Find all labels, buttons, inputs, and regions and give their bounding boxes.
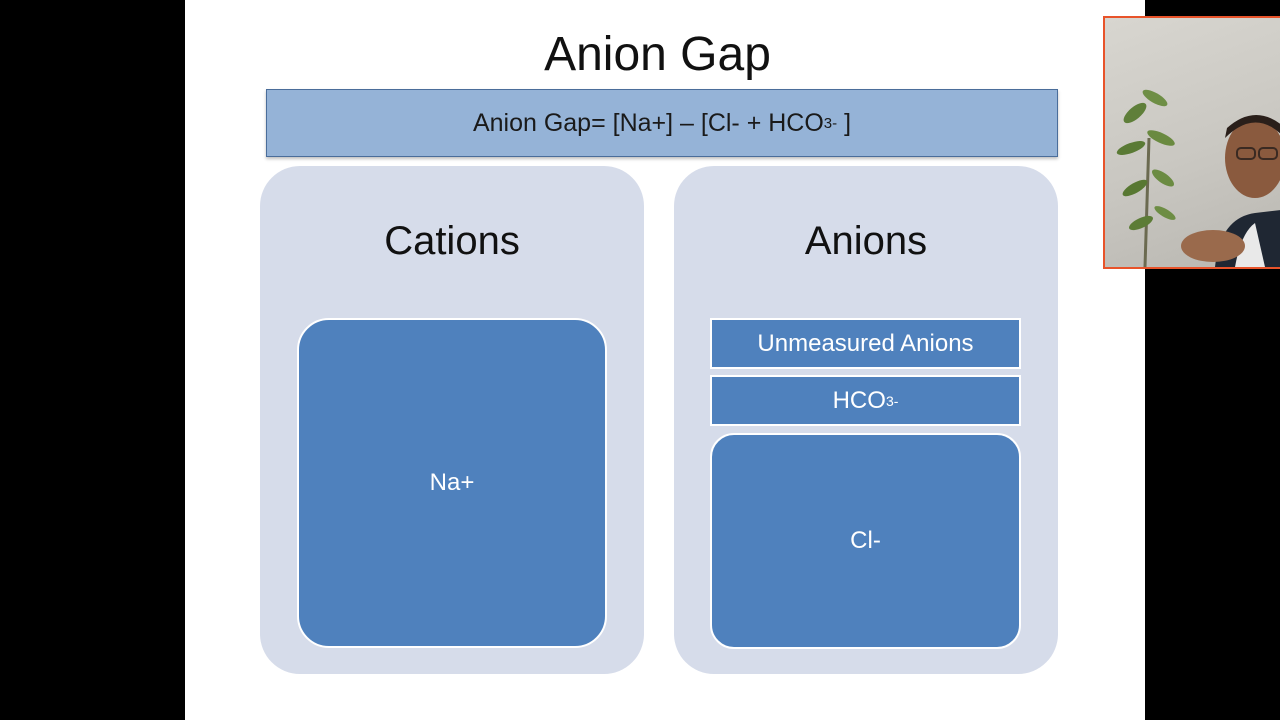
hco3-superscript: - (893, 392, 899, 409)
formula-text: Anion Gap= [Na+] – [Cl- + HCO (472, 108, 824, 137)
formula-subscript: 3 (823, 114, 833, 132)
hco3-subscript: 3 (885, 392, 894, 409)
na-label: Na+ (429, 469, 475, 496)
webcam-presenter-icon (1116, 89, 1280, 267)
formula-superscript: - (832, 114, 838, 132)
unmeasured-anions-box: Unmeasured Anions (710, 318, 1021, 369)
formula-suffix: ] (837, 108, 852, 137)
hco3-label: HCO (832, 386, 886, 414)
cations-group: Cations Na+ (260, 166, 644, 674)
cl-box: Cl- (710, 433, 1021, 649)
cations-title: Cations (384, 219, 520, 263)
anions-title: Anions (804, 219, 928, 263)
unmeasured-anions-label: Unmeasured Anions (757, 329, 974, 357)
webcam-overlay[interactable] (1103, 16, 1280, 269)
slide-title: Anion Gap (544, 28, 771, 81)
cl-label: Cl- (850, 527, 881, 554)
na-box: Na+ (297, 318, 607, 648)
